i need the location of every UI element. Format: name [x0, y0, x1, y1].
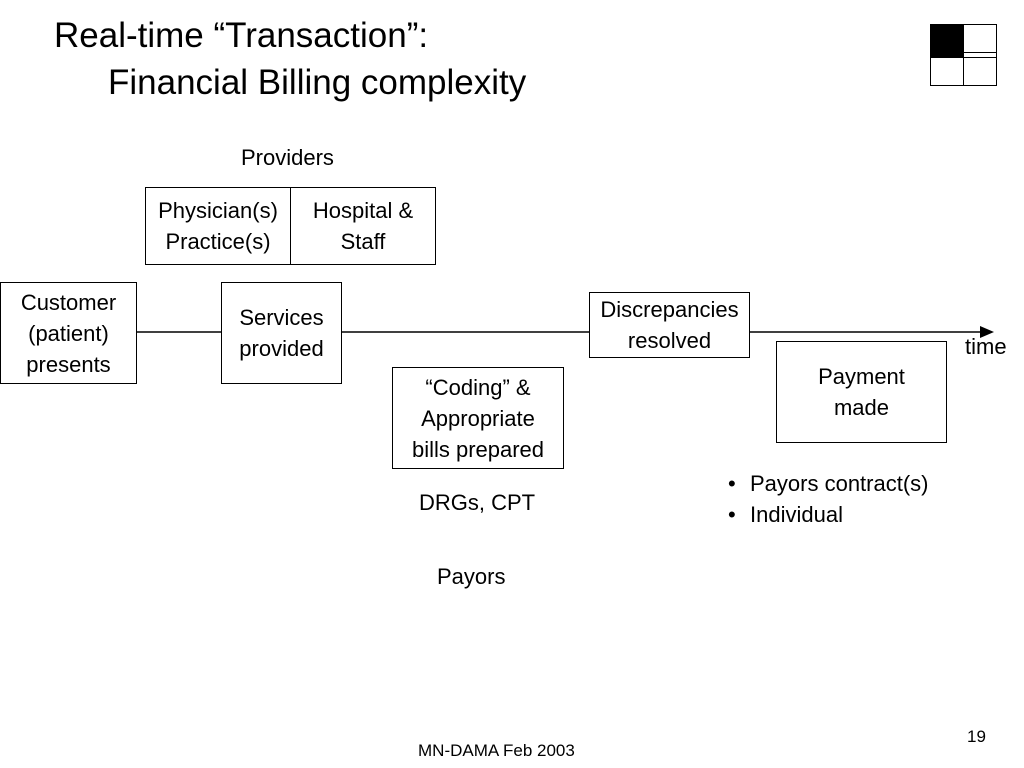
footer-org-date: MN-DAMA Feb 2003	[418, 741, 575, 760]
customer-presents-box: Customer (patient) presents	[0, 282, 137, 384]
bullet-individual: Individual	[728, 499, 929, 530]
hospital-staff-box: Hospital & Staff	[290, 187, 436, 265]
services-provided-text: Services provided	[239, 305, 324, 361]
codes-label: DRGs, CPT	[419, 490, 536, 515]
coding-bills-text: “Coding” & Appropriate bills prepared	[411, 374, 545, 462]
time-label: time	[965, 334, 1007, 359]
slide-title-line2: Financial Billing complexity	[108, 63, 527, 102]
providers-label: Providers	[241, 145, 334, 170]
hospital-staff-text: Hospital & Staff	[312, 198, 414, 254]
physician-practice-text: Physician(s) Practice(s)	[158, 198, 278, 254]
customer-presents-text: Customer (patient) presents	[20, 289, 117, 377]
grid-2x2-icon	[930, 24, 998, 86]
bullet-payors-contract: Payors contract(s)	[728, 468, 929, 499]
services-provided-box: Services provided	[221, 282, 342, 384]
payors-label: Payors	[437, 564, 506, 589]
payment-bullets: Payors contract(s) Individual	[728, 468, 929, 530]
physician-practice-box: Physician(s) Practice(s)	[145, 187, 291, 265]
discrepancies-resolved-text: Discrepancies resolved	[600, 297, 739, 353]
coding-bills-box: “Coding” & Appropriate bills prepared	[392, 367, 564, 469]
discrepancies-resolved-box: Discrepancies resolved	[589, 292, 750, 358]
slide-title-line1: Real-time “Transaction”:	[54, 16, 429, 55]
payment-made-text: Payment made	[818, 364, 905, 420]
payment-made-box: Payment made	[776, 341, 947, 443]
page-number: 19	[967, 727, 986, 746]
